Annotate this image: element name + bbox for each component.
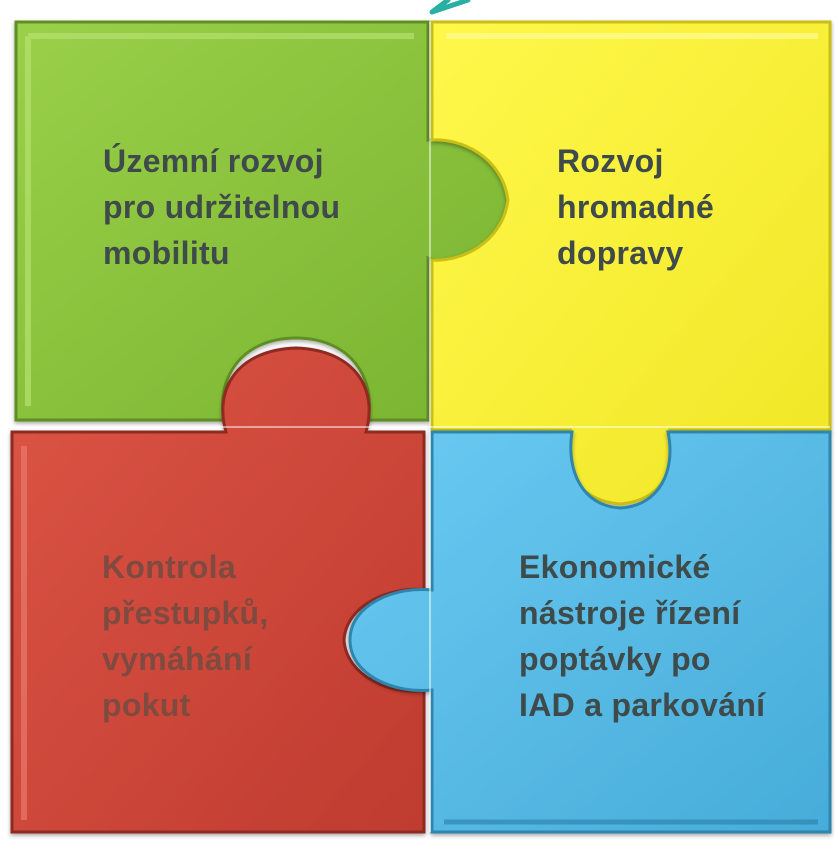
- red-label-line: Kontrola: [102, 549, 236, 585]
- green-piece-label: Územní rozvoj pro udržitelnou mobilitu: [103, 138, 340, 276]
- yellow-piece-label: Rozvoj hromadné dopravy: [557, 138, 714, 276]
- blue-label-line: poptávky po: [519, 641, 711, 677]
- puzzle-piece-red: [10, 346, 426, 834]
- yellow-label-line: Rozvoj: [557, 143, 664, 179]
- green-bevel: [25, 33, 414, 406]
- teal-accent-shape: [429, 0, 471, 15]
- blue-piece-label: Ekonomické nástroje řízení poptávky po I…: [519, 544, 765, 728]
- green-label-line: mobilitu: [103, 235, 230, 271]
- red-label-line: pokut: [102, 687, 191, 723]
- green-label-line: pro udržitelnou: [103, 189, 341, 225]
- red-label-line: vymáhání: [102, 641, 253, 677]
- red-piece-label: Kontrola přestupků, vymáhání pokut: [102, 544, 269, 728]
- blue-label-line: nástroje řízení: [519, 595, 741, 631]
- yellow-label-line: hromadné: [557, 189, 715, 225]
- yellow-label-line: dopravy: [557, 235, 684, 271]
- blue-label-line: IAD a parkování: [519, 687, 766, 723]
- green-label-line: Územní rozvoj: [103, 143, 324, 179]
- puzzle-piece-blue: [348, 430, 832, 834]
- blue-label-line: Ekonomické: [519, 549, 711, 585]
- red-label-line: přestupků,: [102, 595, 269, 631]
